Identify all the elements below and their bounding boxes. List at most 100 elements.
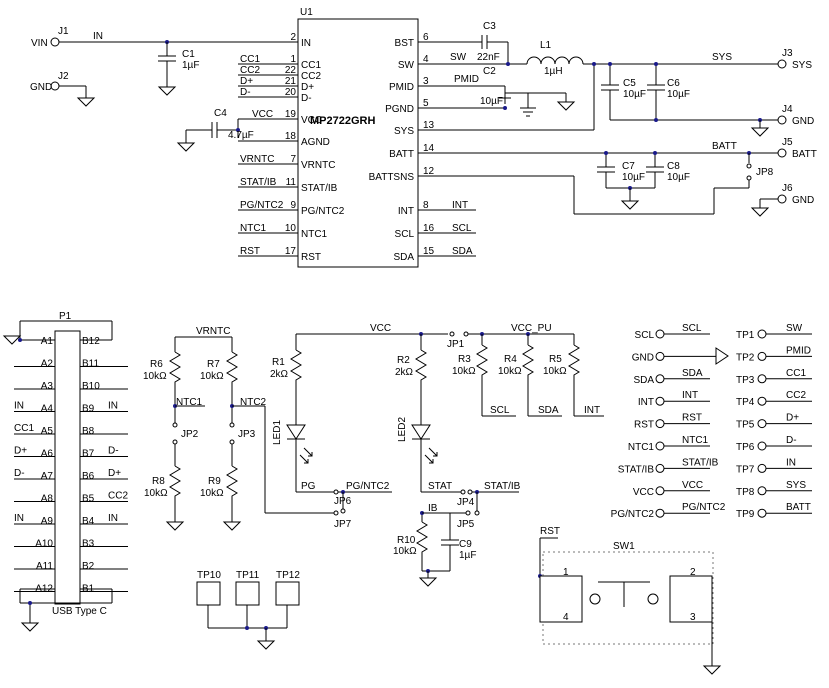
vcc-pu-net: VCC_PU <box>511 323 552 334</box>
testpoint-net: CC2 <box>786 390 806 401</box>
j6-label: GND <box>792 195 814 206</box>
c8-ref: C8 <box>667 161 680 172</box>
header-pin-terminal <box>655 463 665 473</box>
usb-pin-left: A8 <box>41 494 54 505</box>
usb-pin-left: A3 <box>41 381 54 392</box>
u1-pin-number: 14 <box>423 143 435 154</box>
u1-pin-name: BST <box>395 38 414 49</box>
usb-name: USB Type C <box>52 606 107 617</box>
usb-pin-right: B10 <box>82 381 100 392</box>
pu-scl: SCL <box>490 405 510 416</box>
sw1-ref: SW1 <box>613 541 635 552</box>
stat-net: STAT <box>428 481 452 492</box>
testpoint-net: D- <box>786 435 797 446</box>
u1-pin-number: 19 <box>285 109 297 120</box>
u1-pin-number: 5 <box>423 98 429 109</box>
u1-part: MP2722GRH <box>310 115 375 127</box>
u1-pin-number: 2 <box>290 32 296 43</box>
header-pin-label: RST <box>634 420 654 431</box>
header-pin-terminal <box>655 396 665 406</box>
led2-ref: LED2 <box>397 417 408 442</box>
u1-pin-name: CC2 <box>301 71 321 82</box>
u1-pin-name: VCC <box>301 115 322 126</box>
testpoint-terminal <box>757 351 767 361</box>
r2-ref: R2 <box>397 355 410 366</box>
r8-ref: R8 <box>152 476 165 487</box>
c5-val: 10µF <box>623 89 646 100</box>
testpoint-terminal <box>757 374 767 384</box>
u1-left-pins: IN2CC11CC1CC222CC2D+21D+D-20D-VCC19VCCAG… <box>238 32 345 263</box>
u1-pin-number: 1 <box>290 54 296 65</box>
r9-ref: R9 <box>208 476 221 487</box>
u1-pin-number: 15 <box>423 246 435 257</box>
header-net: STAT/IB <box>682 457 719 468</box>
u1-chip: U1 MP2722GRH <box>297 7 419 268</box>
j3-terminal <box>777 59 787 69</box>
batt-net: BATT <box>712 141 737 152</box>
testpoint-net: CC1 <box>786 368 806 379</box>
usb-pin-right: B6 <box>82 471 95 482</box>
testpoint-ref: TP2 <box>736 352 755 363</box>
u1-pin-number: 7 <box>290 154 296 165</box>
usb-pin-left: A6 <box>41 449 54 460</box>
reset-switch: RST SW1 1 4 2 3 <box>538 526 722 675</box>
testpoint-net: BATT <box>786 502 811 513</box>
usb-net-left: CC1 <box>14 423 34 434</box>
usb-pin-left: A5 <box>41 426 54 437</box>
r5-val: 10kΩ <box>543 366 567 377</box>
u1-pin-name: RST <box>301 252 321 263</box>
header-net: RST <box>682 413 702 424</box>
jp8-ref: JP8 <box>756 167 774 178</box>
testpoint-terminal <box>757 396 767 406</box>
header-pin-terminal <box>655 374 665 384</box>
header-pin-label: INT <box>638 397 654 408</box>
testpoint-net: D+ <box>786 413 799 424</box>
tp10-ref: TP10 <box>197 570 221 581</box>
testpoint-terminal <box>757 508 767 518</box>
vcc-net: VCC <box>370 323 391 334</box>
u1-ref: U1 <box>300 7 313 18</box>
r1-ref: R1 <box>272 357 285 368</box>
header-net: VCC <box>682 480 703 491</box>
r7-ref: R7 <box>207 359 220 370</box>
header-pin-label: STAT/IB <box>618 464 655 475</box>
r9-val: 10kΩ <box>200 488 224 499</box>
usb-pin-left: A9 <box>41 516 54 527</box>
usb-pin-right: B5 <box>82 494 95 505</box>
u1-pin-name: STAT/IB <box>301 183 338 194</box>
u1-pin-number: 16 <box>423 223 435 234</box>
r4-ref: R4 <box>504 354 517 365</box>
usb-pin-left: A11 <box>36 561 53 572</box>
usb-connector: P1 USB Type C <box>2 311 113 632</box>
testpoint-terminal <box>757 441 767 451</box>
j4-ref: J4 <box>782 104 793 115</box>
usb-pin-right: B4 <box>82 516 95 527</box>
u1-pin-number: 4 <box>423 54 429 65</box>
usb-net-left: D- <box>14 468 25 479</box>
j5-label: BATT <box>792 149 817 160</box>
c3-ref: C3 <box>483 21 496 32</box>
pu-sda: SDA <box>538 405 559 416</box>
u1-pin-number: 10 <box>285 223 297 234</box>
statib-net: STAT/IB <box>484 481 521 492</box>
u1-pin-net: STAT/IB <box>240 177 277 188</box>
u1-pin-net: SCL <box>452 223 472 234</box>
j6-terminal <box>777 194 787 204</box>
u1-pin-name: D+ <box>301 82 314 93</box>
u1-pin-net: SDA <box>452 246 473 257</box>
r2-val: 2kΩ <box>395 367 414 378</box>
jp2-ref: JP2 <box>181 429 199 440</box>
u1-pin-name: INT <box>398 206 414 217</box>
usb-net-right: D- <box>108 446 119 457</box>
usb-net-right: CC2 <box>108 491 128 502</box>
gnd-testpoints: TP10 TP11 TP12 <box>196 570 300 650</box>
ntc-network: VRNTC R6 10kΩ R7 10kΩ NTC1 NTC2 JP2 JP3 … <box>143 326 334 531</box>
u1-pin-name: PMID <box>389 82 414 93</box>
u1-pin-number: 6 <box>423 32 429 43</box>
u1-pin-net: CC2 <box>240 65 260 76</box>
testpoint-net: IN <box>786 457 796 468</box>
pgntc2-net: PG/NTC2 <box>346 481 390 492</box>
u1-pin-net: INT <box>452 200 468 211</box>
c9-ref: C9 <box>459 539 472 550</box>
u1-right-pins: BST6SW4PMID3PGND5SYS13BATT14BATTSNS12INT… <box>369 32 476 263</box>
